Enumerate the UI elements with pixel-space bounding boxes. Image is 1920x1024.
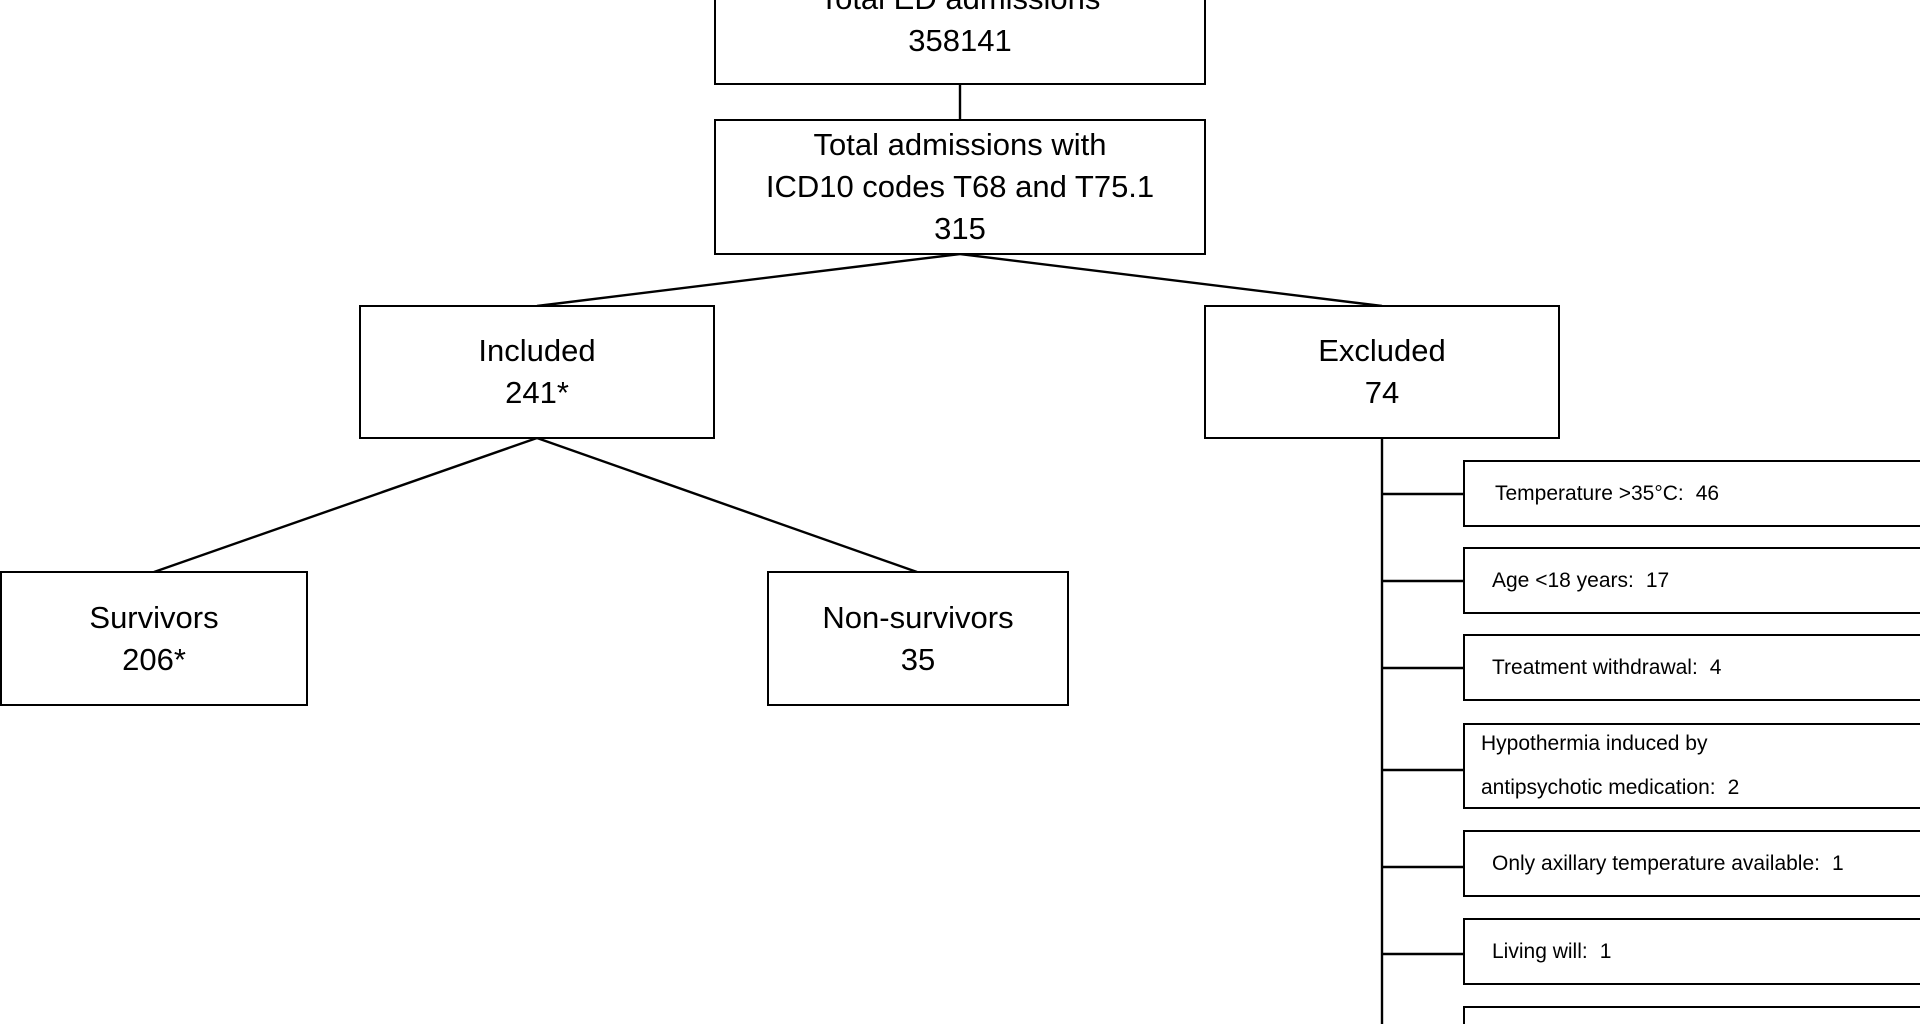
included-label: Included xyxy=(478,333,596,368)
icd10-admissions-box: Total admissions with ICD10 codes T68 an… xyxy=(714,119,1206,255)
included-value: 241* xyxy=(505,375,569,410)
exclusion-living-will-box: Living will: 1 xyxy=(1463,918,1920,985)
total-ed-admissions-value: 358141 xyxy=(908,22,1012,58)
included-box: Included 241* xyxy=(359,305,715,439)
non-survivors-value: 35 xyxy=(900,641,936,677)
icd10-value: 315 xyxy=(934,211,986,246)
icd10-label-line2: ICD10 codes T68 and T75.1 xyxy=(765,169,1155,204)
survivors-label: Survivors xyxy=(89,599,219,635)
connector-icd10-to-included xyxy=(536,252,961,308)
exclusion-antipsychotic-label-line2: antipsychotic medication: xyxy=(1481,776,1716,799)
total-ed-admissions-label: Total ED admissions xyxy=(820,0,1101,20)
exclusion-next-box-partial xyxy=(1463,1006,1920,1024)
exclusion-antipsychotic-value: 2 xyxy=(1727,776,1740,799)
exclusion-treatment-label: Treatment withdrawal: xyxy=(1492,655,1698,679)
exclusion-antipsychotic-box: Hypothermia induced by antipsychotic med… xyxy=(1463,723,1920,809)
connector-included-to-nonsurvivors xyxy=(536,436,918,574)
excluded-label: Excluded xyxy=(1318,333,1446,368)
exclusion-age-label: Age <18 years: xyxy=(1492,568,1634,592)
excluded-box: Excluded 74 xyxy=(1204,305,1560,439)
exclusion-temperature-label: Temperature >35°C: xyxy=(1495,481,1684,505)
exclusion-treatment-box: Treatment withdrawal: 4 xyxy=(1463,634,1920,701)
non-survivors-box: Non-survivors 35 xyxy=(767,571,1069,706)
exclusion-antipsychotic-label-line1: Hypothermia induced by xyxy=(1481,732,1708,755)
excluded-value: 74 xyxy=(1364,375,1400,410)
exclusion-temperature-box: Temperature >35°C: 46 xyxy=(1463,460,1920,527)
exclusion-living-will-value: 1 xyxy=(1599,939,1612,963)
exclusion-axillary-label: Only axillary temperature available: xyxy=(1492,851,1820,875)
survivors-value: 206* xyxy=(122,641,186,677)
total-ed-admissions-box: Total ED admissions 358141 xyxy=(714,0,1206,85)
non-survivors-label: Non-survivors xyxy=(822,599,1014,635)
exclusion-temperature-value: 46 xyxy=(1695,481,1720,505)
icd10-label-line1: Total admissions with xyxy=(813,127,1107,162)
exclusion-age-value: 17 xyxy=(1645,568,1670,592)
exclusion-axillary-box: Only axillary temperature available: 1 xyxy=(1463,830,1920,897)
exclusion-age-box: Age <18 years: 17 xyxy=(1463,547,1920,614)
survivors-box: Survivors 206* xyxy=(0,571,308,706)
exclusion-treatment-value: 4 xyxy=(1709,655,1722,679)
connector-icd10-to-excluded xyxy=(959,252,1383,308)
exclusion-axillary-value: 1 xyxy=(1831,851,1844,875)
exclusion-living-will-label: Living will: xyxy=(1492,939,1588,963)
connector-included-to-survivors xyxy=(153,436,538,574)
